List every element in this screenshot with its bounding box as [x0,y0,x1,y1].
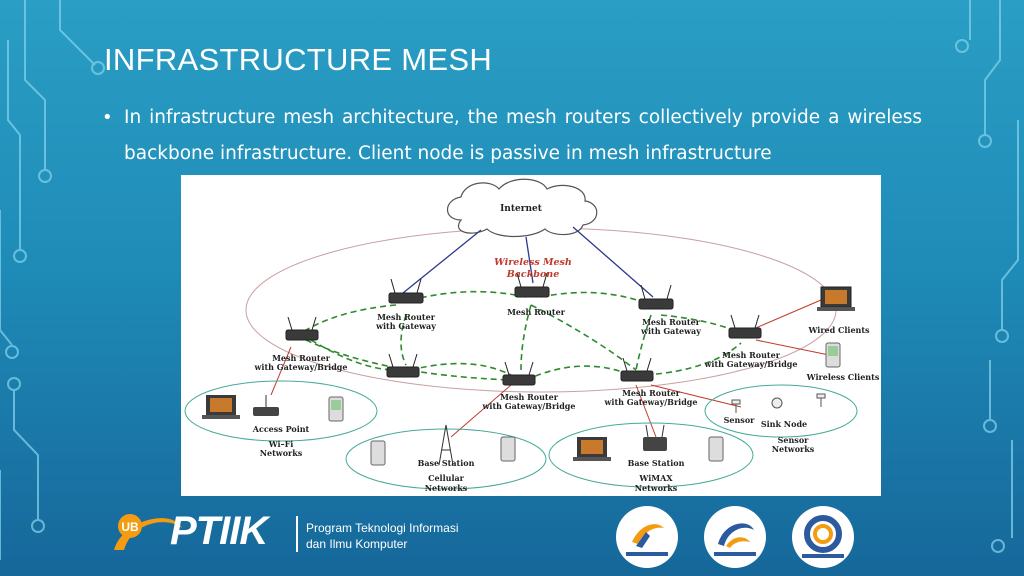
cell-base-station-label: Base Station [418,458,475,468]
router-label-4a: Mesh Router [272,353,331,363]
pda-icon [825,342,841,368]
brand-subtitle: Program Teknologi Informasi dan Ilmu Kom… [306,520,459,552]
dept-logo-2-icon [714,523,756,556]
access-point-label: Access Point [252,424,310,434]
router-label-6b: with Gateway/Bridge [482,401,576,411]
access-point-icon [253,395,279,416]
brand-subtitle-line1: Program Teknologi Informasi [306,521,459,535]
dept-logo-3-icon [802,515,844,558]
router-label-7b: with Gateway/Bridge [604,397,698,407]
internet-cloud [446,178,598,238]
dept-logo-1 [616,506,678,568]
wireless-clients-label: Wireless Clients [806,372,880,382]
laptop-icon [202,395,240,419]
wimax-ellipse [548,422,754,488]
router-icons [285,272,762,386]
sensor-icons [731,393,826,413]
dept-logo-1-icon [626,524,668,556]
router-label-4b: with Gateway/Bridge [254,362,348,372]
sensor-label: Sensor [724,415,756,425]
cellular-ellipse [345,428,547,490]
sensor-net-label-1: Sensor [778,435,810,445]
pda-icon [370,440,386,466]
brand-divider [296,516,298,552]
backbone-label-2: Backbone [506,269,559,280]
router-label-6a: Mesh Router [500,392,559,402]
router-label-5a: Mesh Router [722,350,781,360]
base-station-icon [643,424,667,451]
wifi-ellipse [184,380,378,442]
wimax-base-station-label: Base Station [628,458,685,468]
pda-icon [708,436,724,462]
internet-label: Internet [500,204,543,214]
cell-tower-icon [438,424,454,466]
sensor-net-label-2: Networks [772,444,815,454]
cellular-label-1: Cellular [428,473,465,483]
bullet-dot-icon: • [102,107,113,128]
router-label-1a: Mesh Router [377,312,436,322]
internet-uplinks [402,226,654,298]
dept-logo-3 [792,506,854,568]
router-label-7a: Mesh Router [622,388,681,398]
wifi-label-2: Networks [260,448,303,458]
ub-badge: UB [121,520,139,534]
sink-node-label: Sink Node [761,419,807,429]
router-label-5b: with Gateway/Bridge [704,359,798,369]
dept-logo-2 [704,506,766,568]
backbone-label-1: Wireless Mesh [494,257,572,268]
mesh-diagram: Internet Wireless Mesh Backbone [181,175,881,496]
bullet-text: In infrastructure mesh architecture, the… [124,107,922,164]
sensor-ellipse [704,384,858,438]
ptiik-logo-mark: UB [114,514,182,550]
bullet-point: • In infrastructure mesh architecture, t… [102,100,922,172]
wifi-label-1: Wi–Fi [268,439,294,449]
router-label-3a: Mesh Router [642,317,701,327]
wired-clients-label: Wired Clients [807,325,870,335]
pda-icon [500,436,516,462]
cellular-label-2: Networks [425,483,468,493]
wimax-label-1: WiMAX [638,473,673,483]
client-links [270,299,830,438]
pda-icon [328,396,344,422]
router-label-1b: with Gateway [375,321,436,331]
router-label-2a: Mesh Router [507,307,566,317]
router-label-3b: with Gateway [640,326,701,336]
laptop-icon [817,286,855,311]
slide-title: INFRASTRUCTURE MESH [104,42,493,77]
laptop-icon [573,437,611,461]
wimax-label-2: Networks [635,483,678,493]
brand-name: PTIIK [170,509,268,553]
brand-subtitle-line2: dan Ilmu Komputer [306,537,408,551]
